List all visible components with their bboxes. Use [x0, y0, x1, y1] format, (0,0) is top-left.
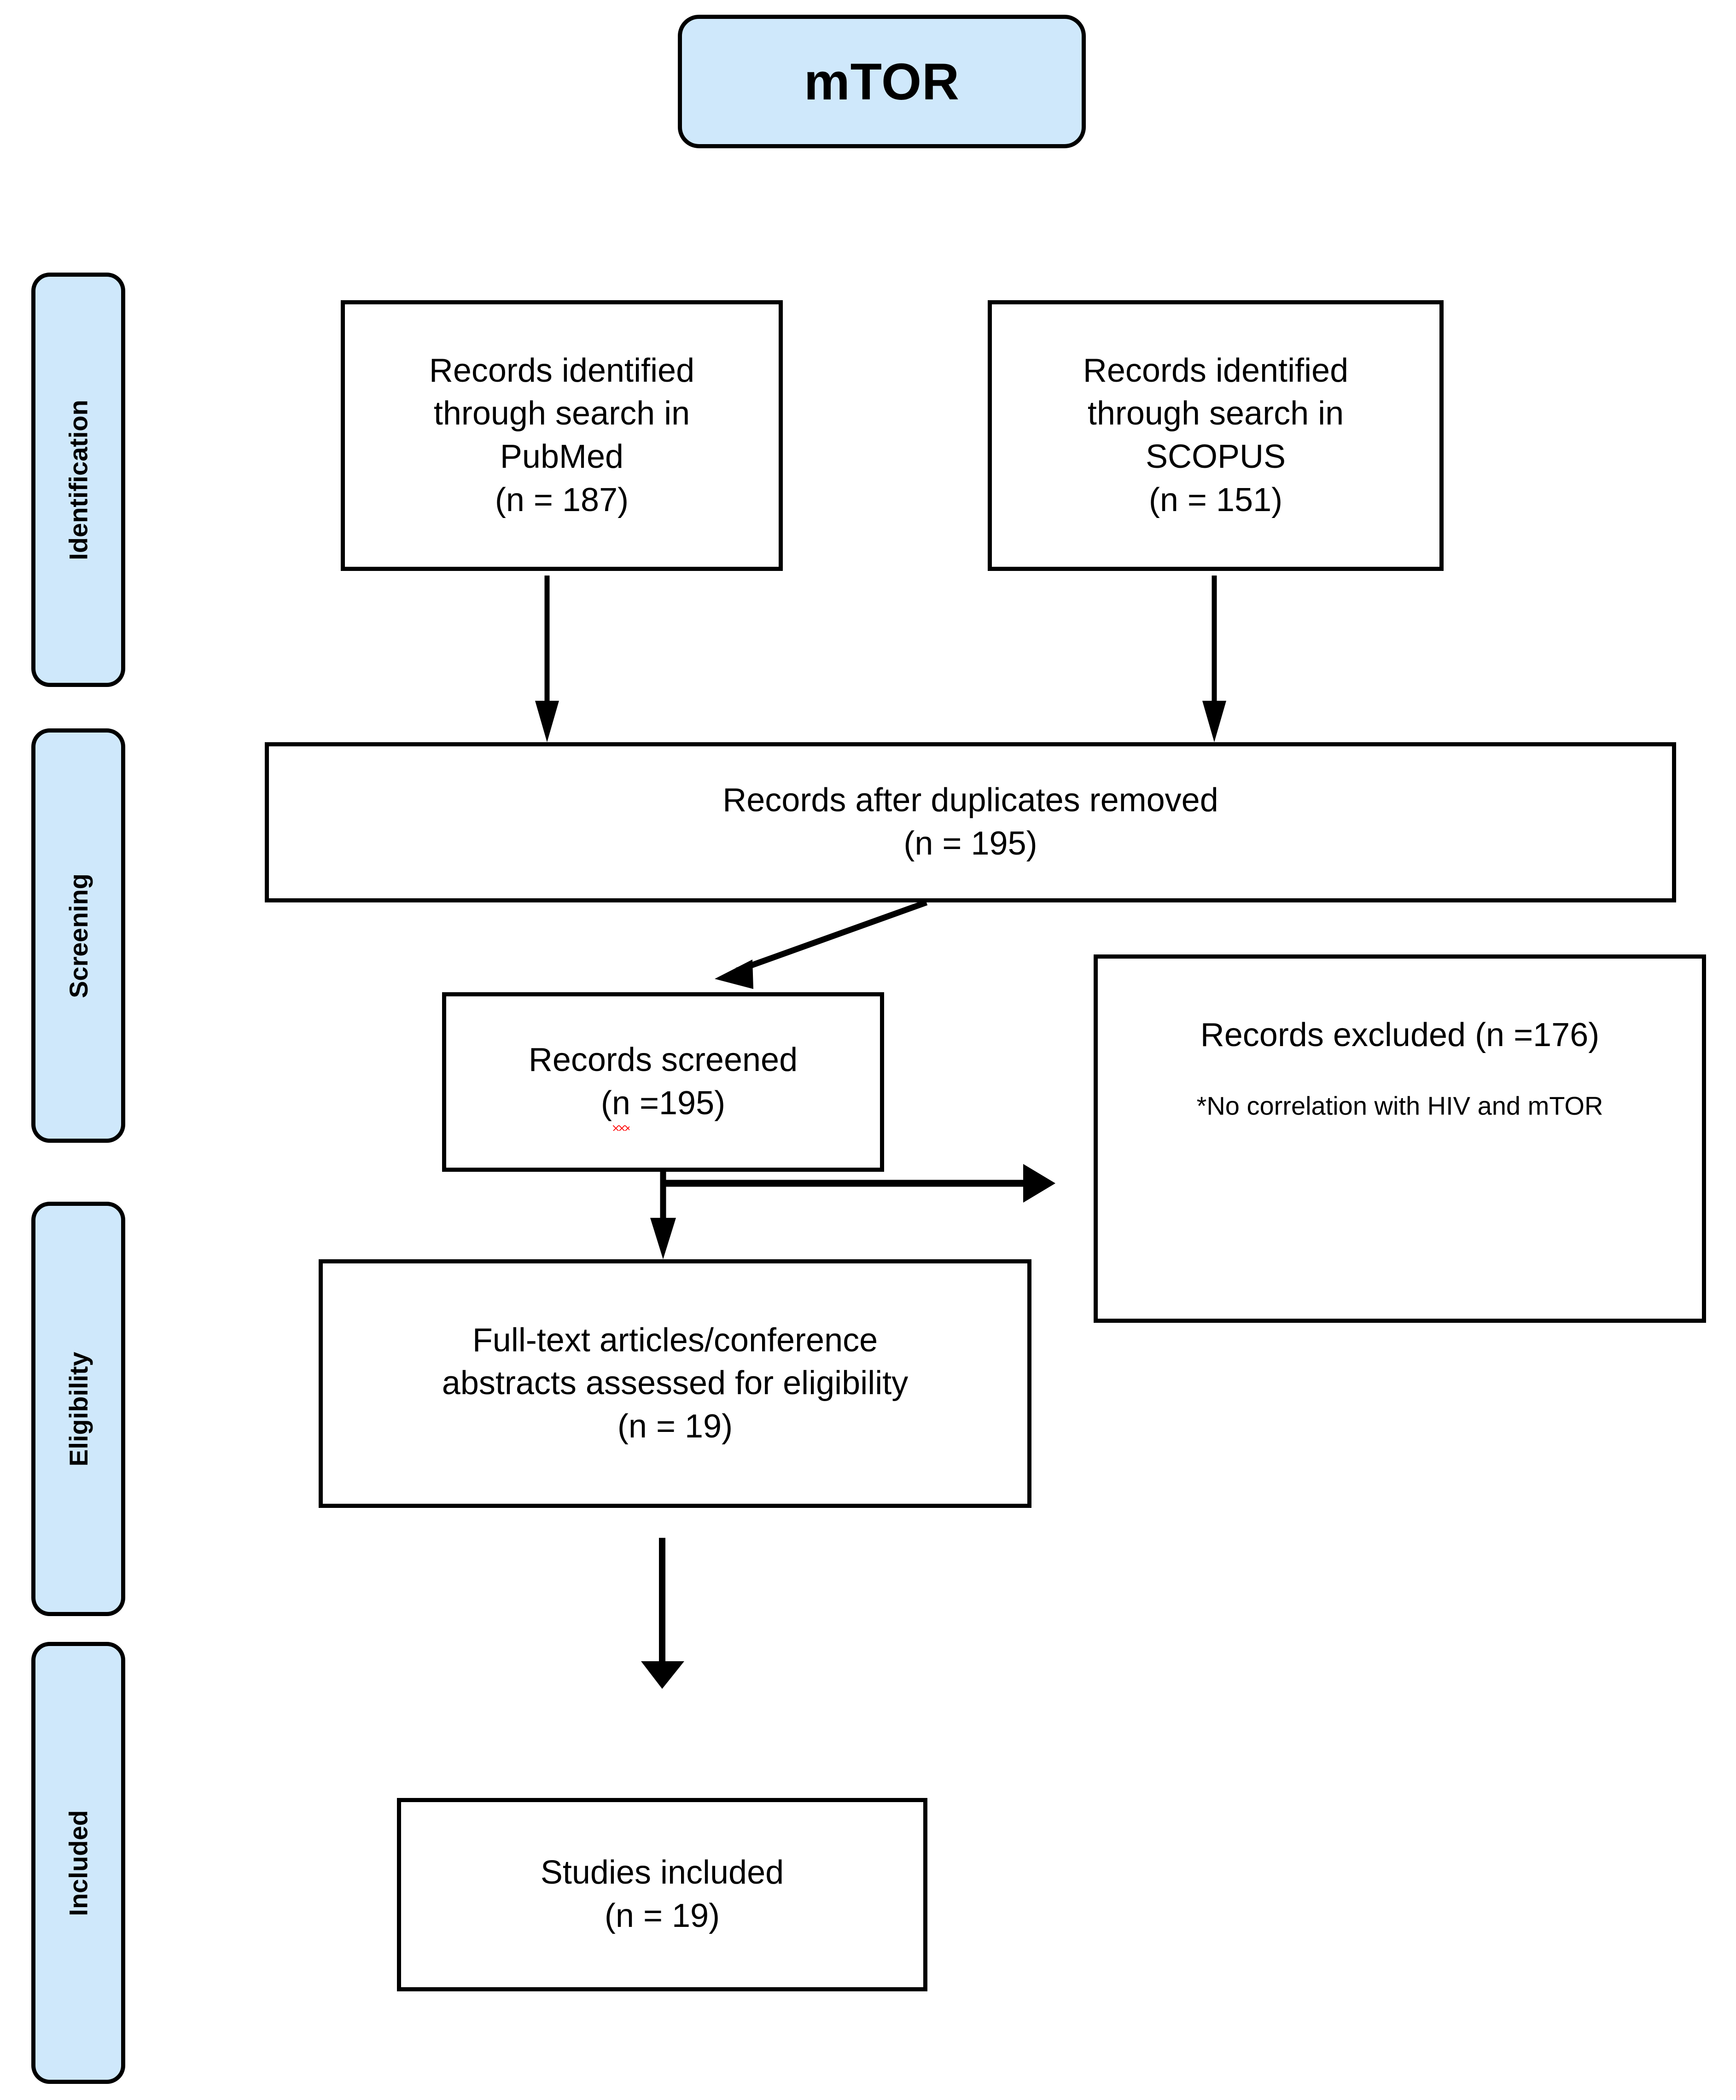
diagram-title-box: mTOR [678, 15, 1086, 148]
full-text-count: (n = 19) [617, 1408, 733, 1445]
studies-included-line-1: Studies included [540, 1854, 784, 1891]
records-screened-count-flagged-token: n [612, 1082, 630, 1131]
box-full-text-assessed: Full-text articles/conference abstracts … [319, 1259, 1031, 1508]
box-records-identified-pubmed: Records identified through search in Pub… [341, 300, 783, 571]
box-studies-included: Studies included (n = 19) [397, 1798, 927, 1991]
pubmed-line-2: through search in [433, 395, 690, 432]
box-records-screened: Records screened (n =195) [442, 992, 884, 1172]
scopus-line-1: Records identified [1083, 352, 1349, 389]
sidebar-stage-identification: Identification [31, 273, 125, 687]
records-screened-line-1: Records screened [528, 1041, 798, 1079]
sidebar-stage-label-identification: Identification [64, 399, 93, 560]
pubmed-line-1: Records identified [429, 352, 695, 389]
arrow-pubmed-to-duplicates [535, 576, 559, 742]
pubmed-count: (n = 187) [495, 481, 629, 518]
records-excluded-line-1: Records excluded (n =176) [1200, 1017, 1600, 1053]
studies-included-count: (n = 19) [604, 1897, 720, 1934]
full-text-line-1: Full-text articles/conference [472, 1321, 878, 1359]
arrow-screened-to-fulltext [650, 1169, 676, 1259]
sidebar-stage-included: Included [31, 1642, 125, 2084]
pubmed-line-3: PubMed [500, 438, 624, 475]
sidebar-stage-eligibility: Eligibility [31, 1202, 125, 1616]
duplicates-removed-line-1: Records after duplicates removed [722, 782, 1218, 819]
scopus-line-3: SCOPUS [1145, 438, 1286, 475]
arrow-duplicates-to-screened [715, 899, 928, 989]
box-records-excluded: Records excluded (n =176) *No correlatio… [1094, 954, 1706, 1323]
arrow-fulltext-to-studies [641, 1538, 684, 1689]
sidebar-stage-label-included: Included [64, 1809, 93, 1916]
box-records-after-duplicates-removed: Records after duplicates removed (n = 19… [265, 742, 1676, 902]
sidebar-stage-label-eligibility: Eligibility [64, 1351, 93, 1466]
records-screened-count: (n =195) [600, 1082, 726, 1131]
sidebar-stage-screening: Screening [31, 728, 125, 1143]
arrow-scopus-to-duplicates [1202, 576, 1226, 742]
box-records-identified-scopus: Records identified through search in SCO… [988, 300, 1444, 571]
scopus-count: (n = 151) [1148, 481, 1283, 518]
sidebar-stage-label-screening: Screening [64, 873, 93, 998]
full-text-line-2: abstracts assessed for eligibility [442, 1365, 909, 1402]
records-screened-count-suffix: =195) [630, 1085, 726, 1122]
records-excluded-note: *No correlation with HIV and mTOR [1196, 1091, 1603, 1120]
duplicates-removed-count: (n = 195) [903, 825, 1037, 862]
records-screened-count-prefix: ( [600, 1085, 612, 1122]
scopus-line-2: through search in [1087, 395, 1344, 432]
page-title: mTOR [804, 52, 960, 111]
